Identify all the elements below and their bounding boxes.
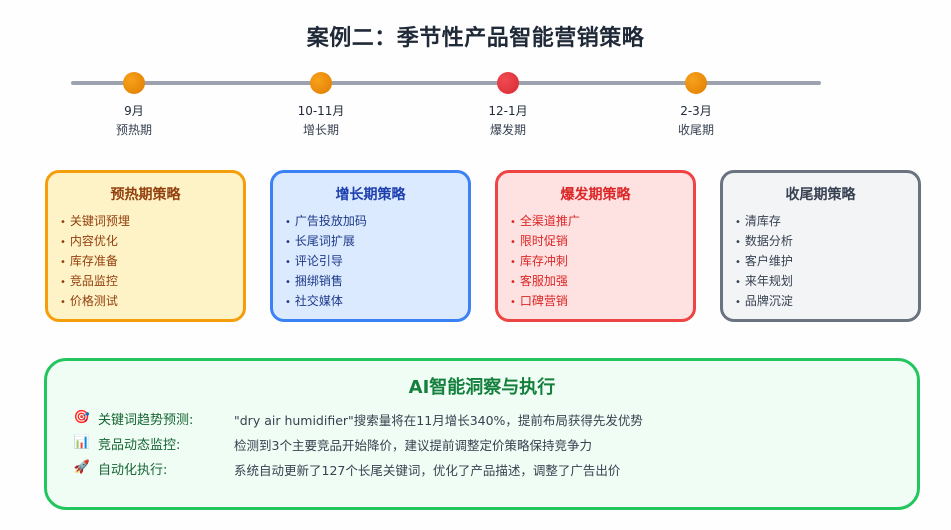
bar-chart-icon: 📊 bbox=[73, 435, 91, 450]
ai-row-label: 自动化执行: bbox=[98, 462, 168, 478]
list-item: 捆绑销售 bbox=[285, 272, 456, 292]
card-list: 清库存 数据分析 客户维护 来年规划 品牌沉淀 bbox=[735, 212, 906, 312]
list-item: 库存冲刺 bbox=[510, 252, 681, 272]
strategy-card-tail: 收尾期策略 清库存 数据分析 客户维护 来年规划 品牌沉淀 bbox=[720, 170, 921, 322]
timeline-months: 10-11月 bbox=[297, 104, 345, 118]
card-list: 广告投放加码 长尾词扩展 评论引导 捆绑销售 社交媒体 bbox=[285, 212, 456, 312]
timeline-node-tail bbox=[685, 72, 707, 94]
ai-insight-panel: AI智能洞察与执行 🎯 关键词趋势预测: "dry air humidifier… bbox=[44, 358, 920, 510]
card-list: 全渠道推广 限时促销 库存冲刺 客服加强 口碑营销 bbox=[510, 212, 681, 312]
target-icon: 🎯 bbox=[73, 410, 91, 425]
ai-row-text: "dry air humidifier"搜索量将在11月增长340%，提前布局获… bbox=[234, 413, 643, 428]
ai-row-competitor-monitor: 📊 竞品动态监控: bbox=[73, 433, 238, 453]
timeline-months: 2-3月 bbox=[680, 104, 712, 118]
list-item: 客户维护 bbox=[735, 252, 906, 272]
rocket-icon: 🚀 bbox=[73, 460, 91, 475]
list-item: 库存准备 bbox=[60, 252, 231, 272]
ai-row-keyword-trend: 🎯 关键词趋势预测: bbox=[73, 408, 238, 428]
strategy-card-burst: 爆发期策略 全渠道推广 限时促销 库存冲刺 客服加强 口碑营销 bbox=[495, 170, 696, 322]
list-item: 品牌沉淀 bbox=[735, 292, 906, 312]
ai-row-text: 检测到3个主要竞品开始降价，建议提前调整定价策略保持竞争力 bbox=[234, 438, 592, 453]
ai-panel-title: AI智能洞察与执行 bbox=[408, 377, 556, 398]
list-item: 广告投放加码 bbox=[285, 212, 456, 232]
list-item: 口碑营销 bbox=[510, 292, 681, 312]
timeline-node-preheat bbox=[123, 72, 145, 94]
timeline-period: 爆发期 bbox=[489, 123, 526, 137]
timeline-line bbox=[71, 81, 821, 85]
ai-row-automation: 🚀 自动化执行: bbox=[73, 458, 238, 478]
card-title: 增长期策略 bbox=[335, 187, 406, 203]
timeline-months: 9月 bbox=[124, 104, 144, 118]
list-item: 竞品监控 bbox=[60, 272, 231, 292]
ai-row-label: 关键词趋势预测: bbox=[98, 412, 194, 428]
strategy-card-growth: 增长期策略 广告投放加码 长尾词扩展 评论引导 捆绑销售 社交媒体 bbox=[270, 170, 471, 322]
timeline-period: 收尾期 bbox=[677, 123, 714, 137]
timeline-node-growth bbox=[310, 72, 332, 94]
card-title: 收尾期策略 bbox=[785, 187, 856, 203]
card-title: 爆发期策略 bbox=[560, 187, 631, 203]
timeline-period: 预热期 bbox=[115, 123, 152, 137]
strategy-card-preheat: 预热期策略 关键词预埋 内容优化 库存准备 竞品监控 价格测试 bbox=[45, 170, 246, 322]
ai-row-label: 竞品动态监控: bbox=[98, 437, 181, 453]
timeline-node-burst bbox=[497, 72, 519, 94]
list-item: 限时促销 bbox=[510, 232, 681, 252]
list-item: 关键词预埋 bbox=[60, 212, 231, 232]
list-item: 数据分析 bbox=[735, 232, 906, 252]
list-item: 社交媒体 bbox=[285, 292, 456, 312]
list-item: 评论引导 bbox=[285, 252, 456, 272]
page-title: 案例二：季节性产品智能营销策略 bbox=[306, 26, 645, 51]
timeline-months: 12-1月 bbox=[488, 104, 528, 118]
list-item: 价格测试 bbox=[60, 292, 231, 312]
timeline-label-growth: 10-11月 增长期 bbox=[261, 102, 381, 140]
card-list: 关键词预埋 内容优化 库存准备 竞品监控 价格测试 bbox=[60, 212, 231, 312]
timeline-label-burst: 12-1月 爆发期 bbox=[448, 102, 568, 140]
list-item: 内容优化 bbox=[60, 232, 231, 252]
timeline-period: 增长期 bbox=[302, 123, 339, 137]
list-item: 来年规划 bbox=[735, 272, 906, 292]
timeline-label-tail: 2-3月 收尾期 bbox=[636, 102, 756, 140]
list-item: 长尾词扩展 bbox=[285, 232, 456, 252]
list-item: 客服加强 bbox=[510, 272, 681, 292]
list-item: 全渠道推广 bbox=[510, 212, 681, 232]
list-item: 清库存 bbox=[735, 212, 906, 232]
ai-row-text: 系统自动更新了127个长尾关键词，优化了产品描述，调整了广告出价 bbox=[234, 463, 621, 478]
timeline-label-preheat: 9月 预热期 bbox=[74, 102, 194, 140]
card-title: 预热期策略 bbox=[110, 187, 181, 203]
